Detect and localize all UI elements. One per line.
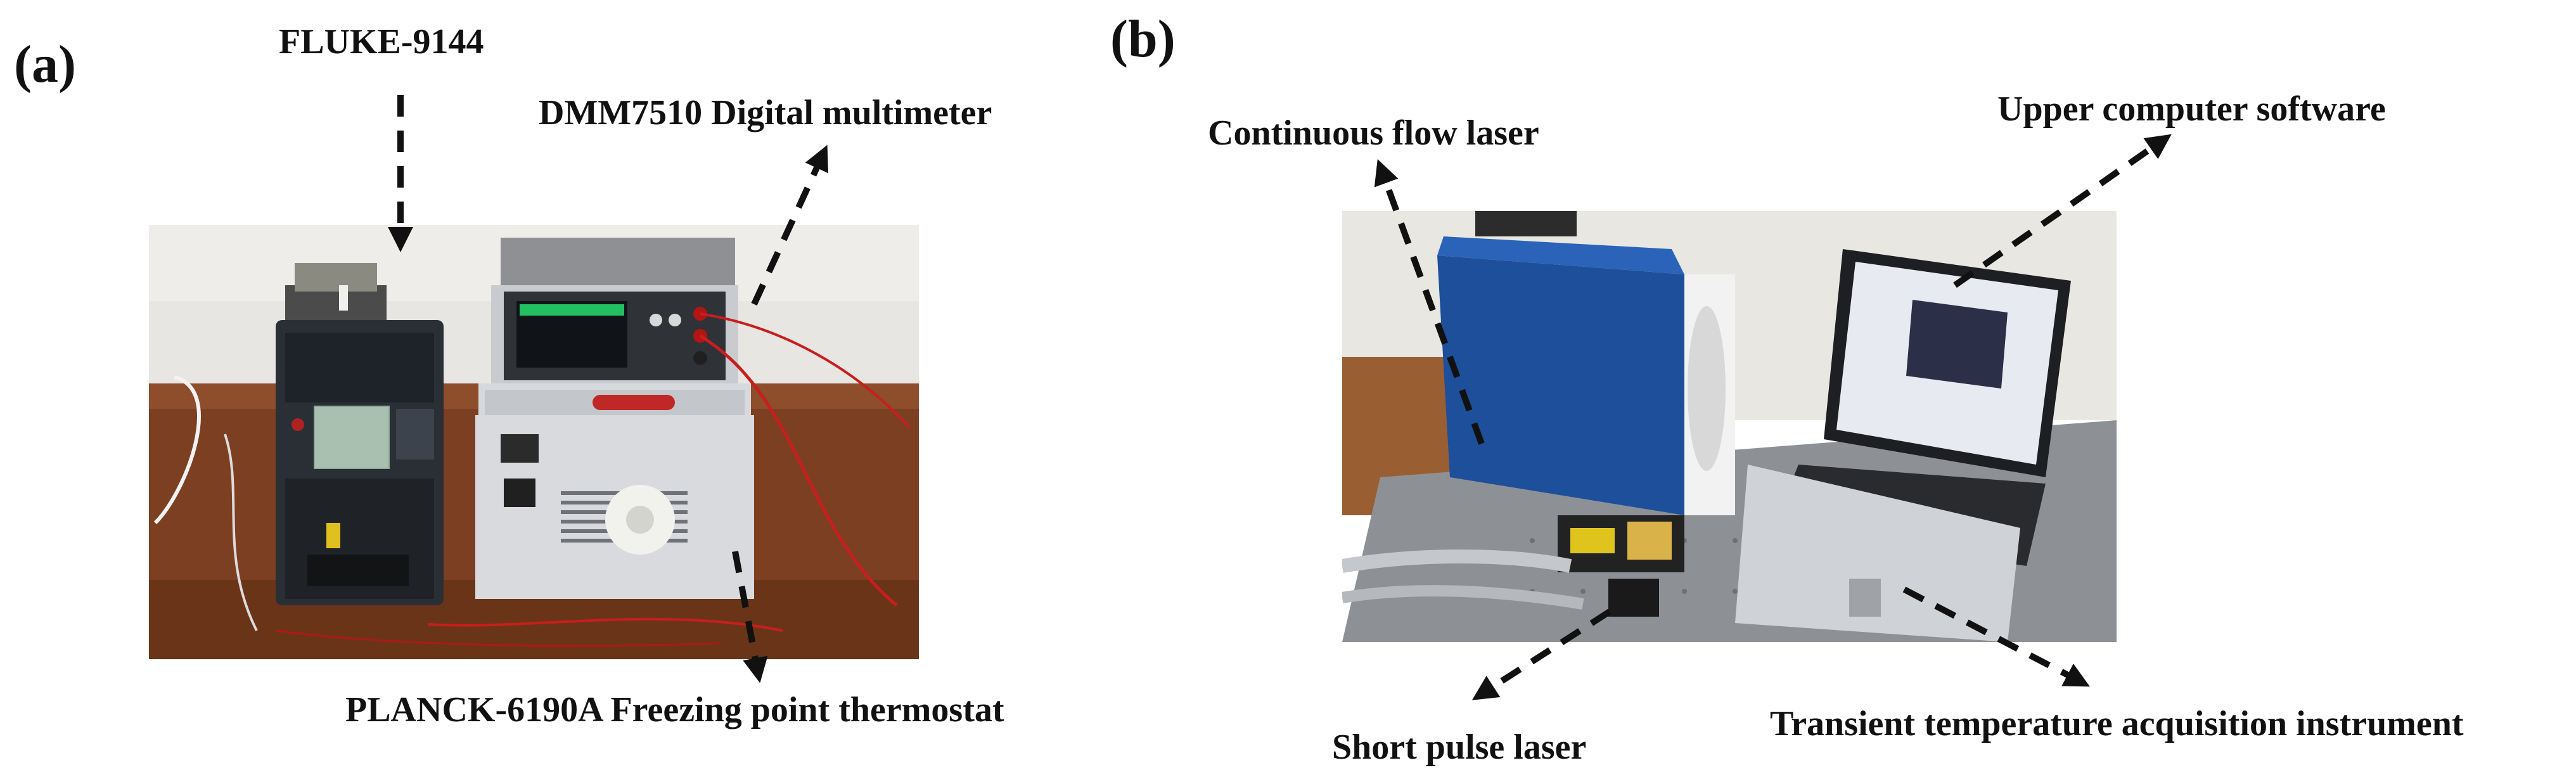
- panel-b-photo: [1342, 211, 2117, 642]
- planck-6190a-device: [475, 383, 754, 599]
- panel-b-label: (b): [1110, 10, 1176, 68]
- upper-computer-software-callout: Upper computer software: [1997, 89, 2386, 129]
- lab-setup-a-image: [149, 225, 919, 659]
- transient-temperature-acquisition-instrument-callout: Transient temperature acquisition instru…: [1770, 704, 2464, 743]
- dmm7510-device: [491, 238, 738, 387]
- continuous-flow-laser-callout: Continuous flow laser: [1208, 113, 1539, 153]
- short-pulse-laser-callout: Short pulse laser: [1332, 728, 1587, 767]
- lab-setup-b-image: [1342, 211, 2117, 642]
- short-pulse-laser-device: [1558, 515, 1684, 617]
- continuous-flow-laser-device: [1437, 211, 1735, 515]
- dmm7510-callout: DMM7510 Digital multimeter: [539, 93, 992, 132]
- panel-a-label: (a): [14, 35, 76, 94]
- planck-6190a-callout: PLANCK-6190A Freezing point thermostat: [345, 690, 1004, 729]
- panel-a-photo: [149, 225, 919, 659]
- fluke-9144-device: [276, 263, 444, 605]
- fluke-9144-callout: FLUKE-9144: [279, 22, 484, 61]
